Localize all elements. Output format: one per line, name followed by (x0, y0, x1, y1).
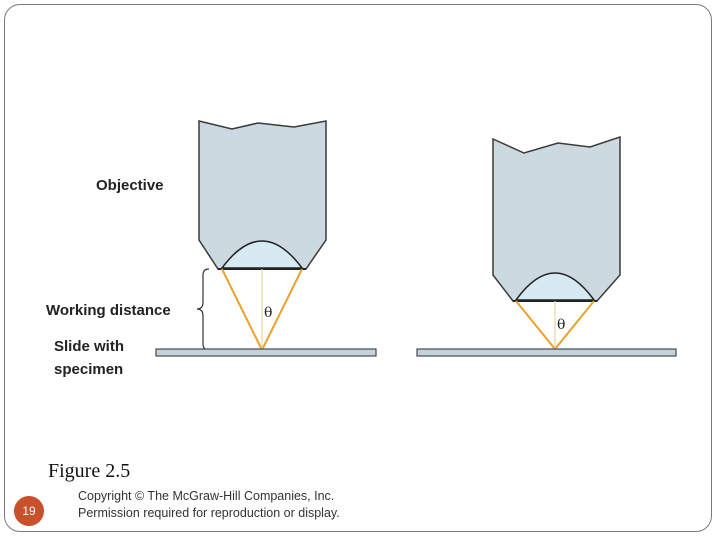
left-objective-lens (220, 240, 304, 269)
right-objective-lens (514, 272, 596, 301)
slide-label-line1: Slide with (54, 338, 124, 355)
right-slide (416, 348, 677, 357)
right-objective-body (492, 135, 621, 302)
left-objective-body (198, 120, 327, 270)
right-theta-symbol: θ (557, 317, 565, 333)
copyright-line-1: Copyright © The McGraw-Hill Companies, I… (78, 489, 335, 503)
left-theta-symbol: θ (264, 305, 272, 321)
figure-caption: Figure 2.5 (48, 460, 131, 482)
copyright-line-2: Permission required for reproduction or … (78, 506, 340, 520)
left-slide (155, 348, 377, 357)
objective-label: Objective (96, 177, 164, 194)
page-number-badge: 19 (14, 496, 44, 526)
slide-label-line2: specimen (54, 361, 123, 378)
working-distance-label: Working distance (46, 302, 171, 319)
copyright-notice: Copyright © The McGraw-Hill Companies, I… (78, 488, 340, 522)
slide-frame (4, 4, 712, 532)
working-distance-bracket (196, 268, 210, 351)
